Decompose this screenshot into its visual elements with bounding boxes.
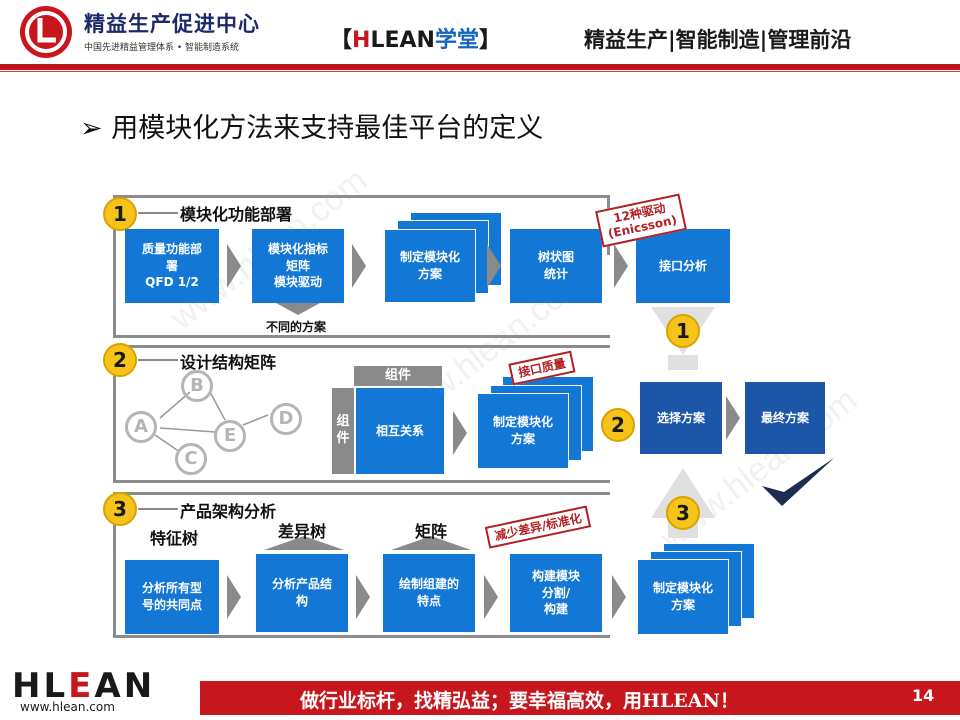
s3-box-common: 分析所有型 号的共同点 — [125, 560, 219, 634]
chevron-right-icon — [227, 244, 241, 288]
s1-box-plan: 制定模块化 方案 — [384, 229, 476, 303]
section3-arrow — [138, 508, 178, 510]
chevron-right-icon — [612, 575, 626, 619]
section1-label: 模块化功能部署 — [180, 205, 293, 224]
header-slogan: 精益生产|智能制造|管理前沿 — [584, 28, 852, 52]
node-d: D — [270, 403, 302, 435]
s3-box-plan: 制定模块化 方案 — [637, 559, 729, 635]
section3-label: 产品架构分析 — [180, 502, 277, 521]
s2-side-bar: 组 件 — [332, 388, 354, 474]
footer-bar — [200, 681, 960, 715]
section2-frame-bottom — [113, 480, 610, 483]
node-a: A — [125, 411, 157, 443]
chevron-right-icon — [227, 575, 241, 619]
s1-box-qfd: 质量功能部 署 QFD 1/2 — [125, 229, 219, 303]
s1-note: 不同的方案 — [266, 320, 327, 334]
page-title: ➢ 用模块化方法来支持最佳平台的定义 — [80, 113, 544, 144]
s3-tag-matrix: 矩阵 — [415, 522, 448, 541]
s2-box-plan: 制定模块化 方案 — [477, 393, 569, 469]
node-e: E — [214, 420, 246, 452]
chevron-right-icon — [726, 396, 740, 440]
s2-top-bar: 组件 — [354, 366, 442, 386]
node-c: C — [175, 443, 207, 475]
s3-box-features: 绘制组建的 特点 — [383, 554, 475, 632]
arrow-number-2: 2 — [601, 408, 635, 442]
checkmark-icon — [762, 458, 834, 506]
section2-label: 设计结构矩阵 — [180, 353, 277, 372]
header-divider — [0, 64, 960, 70]
chevron-right-icon — [487, 244, 501, 288]
chevron-right-icon — [614, 244, 628, 288]
org-subtitle: 中国先进精益管理体系 • 智能制造系统 — [84, 43, 240, 53]
s2-matrix: 相互关系 — [356, 388, 444, 474]
s3-box-structure: 分析产品结 构 — [256, 554, 348, 632]
section1-frame-bottom — [113, 335, 610, 338]
section2-number: 2 — [103, 343, 137, 377]
org-name: 精益生产促进中心 — [84, 12, 260, 36]
node-b: B — [181, 370, 213, 402]
s3-tag2-triangle — [264, 536, 344, 550]
section1-frame — [113, 195, 610, 336]
section1-number: 1 — [103, 197, 137, 231]
org-logo — [20, 6, 72, 58]
section3-frame-bottom — [113, 635, 610, 638]
final-plan-box: 最终方案 — [745, 382, 825, 454]
chevron-right-icon — [356, 575, 370, 619]
footer-url: www.hlean.com — [20, 700, 115, 714]
page-number: 14 — [912, 686, 935, 705]
s1-box-tree: 树状图 统计 — [510, 229, 602, 303]
arrow-number-1: 1 — [666, 314, 700, 348]
s1-box-interface: 接口分析 — [636, 229, 730, 303]
chevron-right-icon — [453, 411, 467, 455]
footer-slogan: 做行业标杆，找精弘益；要幸福高效，用HLEAN！ — [300, 690, 739, 712]
footer-logo: HLEAN — [12, 666, 156, 706]
section2-frame — [113, 345, 610, 481]
s3-tag3-triangle — [391, 536, 471, 550]
select-plan-box: 选择方案 — [640, 382, 722, 454]
arrow-number-3: 3 — [666, 496, 700, 530]
s3-tag-variance-tree: 差异树 — [278, 522, 327, 541]
section1-arrow — [138, 212, 178, 214]
section3-frame — [113, 492, 610, 636]
s3-box-build: 构建模块 分割/ 构建 — [510, 554, 602, 632]
chevron-right-icon — [484, 575, 498, 619]
section3-number: 3 — [103, 492, 137, 526]
brand-title: 【HLEAN学堂】 — [330, 28, 501, 53]
s1-note-arrow — [276, 303, 320, 315]
arrow-down-1-stem — [668, 355, 698, 370]
header-divider-thin — [0, 71, 960, 72]
chevron-right-icon — [352, 244, 366, 288]
s1-box-matrix: 模块化指标 矩阵 模块驱动 — [252, 229, 344, 303]
s3-tag-feature-tree: 特征树 — [150, 529, 199, 548]
section2-arrow — [138, 359, 178, 361]
